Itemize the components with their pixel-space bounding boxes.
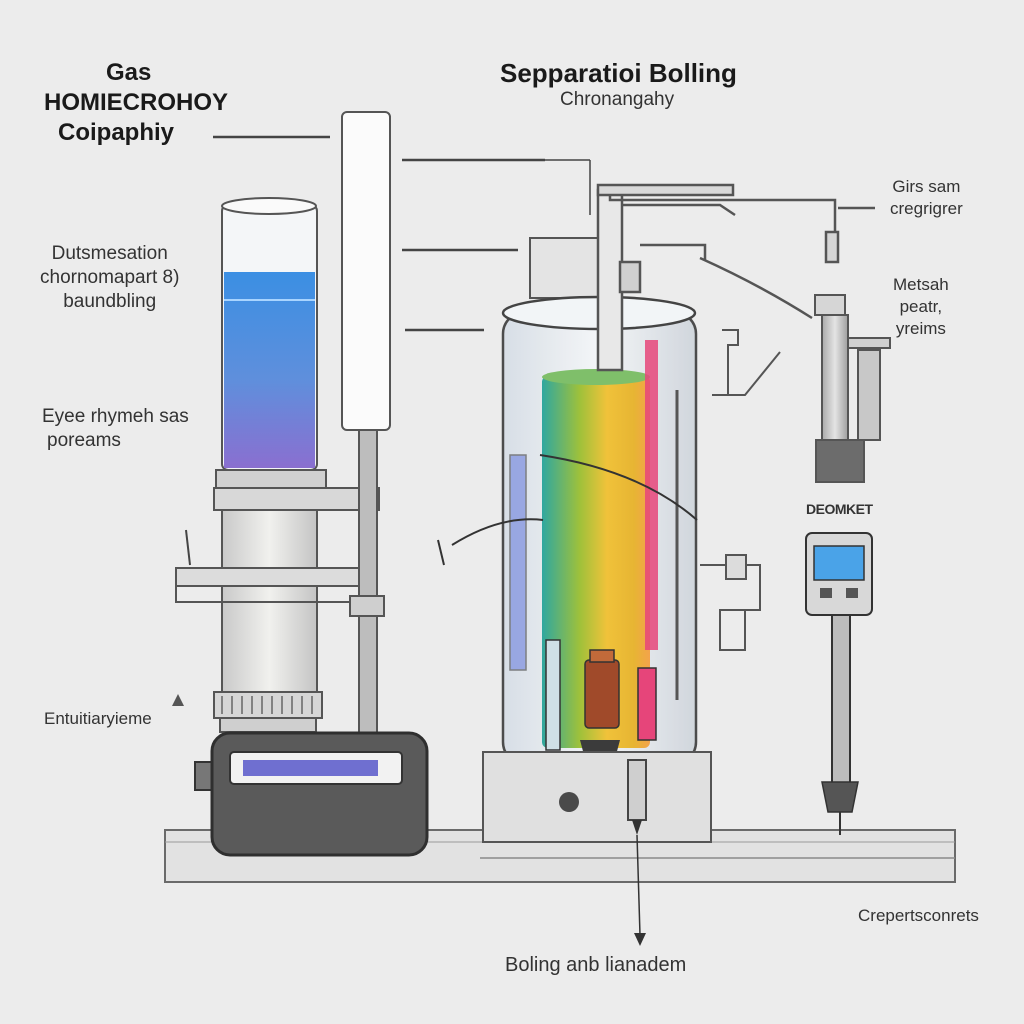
regulator-column <box>814 294 891 483</box>
pump-unit <box>194 731 429 857</box>
right-label-1-line1: Girs sam <box>892 177 961 196</box>
left-label-3: Entuitiaryieme <box>44 708 152 730</box>
left-label-2: Eyee rhymeh sas poreams <box>42 405 189 453</box>
left-title-line1: Gas <box>106 59 152 86</box>
center-title-line2: Chronangahy <box>560 89 675 110</box>
bottom-label: Boling anb lianadem <box>505 953 686 977</box>
support-rod <box>341 111 391 741</box>
right-label-1-line2: cregrigrer <box>890 199 963 218</box>
column-oven <box>437 237 698 770</box>
left-title-line3: Coipaphiy <box>58 119 175 146</box>
left-column-assembly <box>175 469 380 733</box>
right-label-2-line3: yreims <box>895 319 946 338</box>
left-title-line2: HOMIECROHOY <box>44 89 229 116</box>
left-label-1-line2: chornomapart 8) <box>40 267 180 288</box>
bottom-label-text: Boling anb lianadem <box>505 954 687 976</box>
left-label-1-line1: Dutsmesation <box>51 243 168 264</box>
marker-triangle <box>172 694 184 706</box>
side-fixtures <box>700 329 781 651</box>
left-title: Gas HOMIECROHOY Coipaphiy <box>44 58 228 148</box>
bottom-right-label: Crepertsconrets <box>858 905 979 927</box>
device-label: DEOMKET <box>806 498 873 520</box>
right-label-2-line2: peatr, <box>899 297 943 316</box>
right-label-2: Metsah peatr, yreims <box>893 274 949 340</box>
left-label-2-line2: poreams <box>47 430 121 451</box>
left-label-3-text: Entuitiaryieme <box>44 709 152 728</box>
leader-lines <box>213 135 591 332</box>
oven-pedestal <box>482 751 712 946</box>
left-label-2-line1: Eyee rhymeh sas <box>42 406 189 427</box>
left-label-1-line3: baundbling <box>63 291 157 312</box>
bottom-right-label-text: Crepertsconrets <box>858 906 979 925</box>
center-title: Sepparatioi Bolling Chronangahy <box>500 58 737 112</box>
solvent-reservoir <box>221 197 318 471</box>
device-label-text: DEOMKET <box>806 501 873 517</box>
right-label-1: Girs sam cregrigrer <box>890 176 963 220</box>
digital-meter <box>805 532 873 835</box>
right-label-2-line1: Metsah <box>893 275 949 294</box>
injector-tubing <box>596 183 875 372</box>
left-label-1: Dutsmesation chornomapart 8) baundbling <box>40 242 179 314</box>
center-title-line1: Sepparatioi Bolling <box>500 58 737 88</box>
